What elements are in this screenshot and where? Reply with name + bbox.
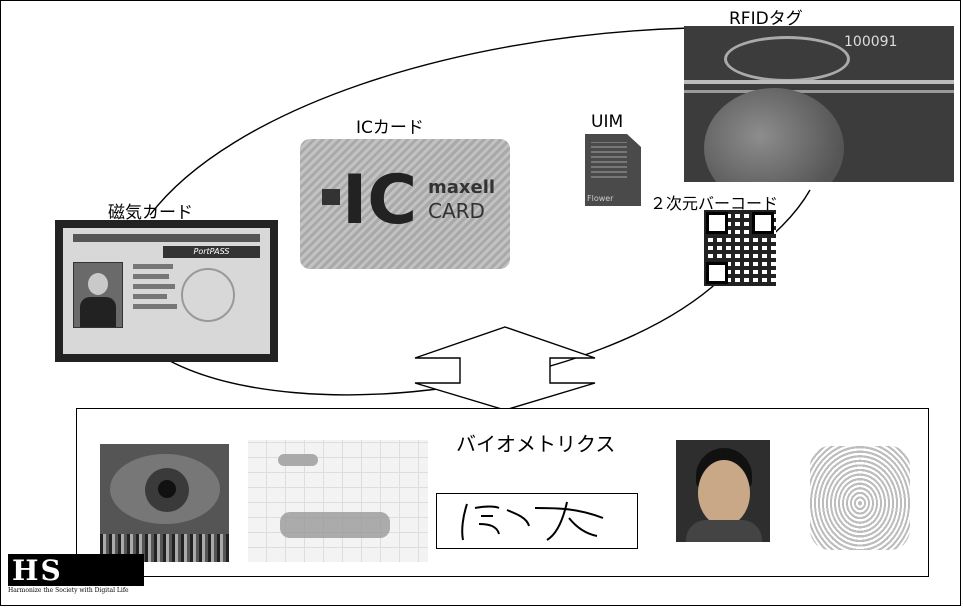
double-arrow <box>414 326 596 411</box>
iris-image <box>100 444 229 562</box>
ic-brand: maxell <box>428 177 496 198</box>
ic-card-image: IC maxell CARD <box>300 139 510 269</box>
uim-image: Flower <box>585 134 641 206</box>
logo-tagline: Harmonize the Society with Digital Life <box>8 587 129 594</box>
signature-image <box>436 493 638 549</box>
ic-card-label: ICカード <box>356 118 424 138</box>
magnetic-card-label: 磁気カード <box>108 203 193 223</box>
fingerprint-image <box>810 446 910 550</box>
logo-letters: HS <box>12 554 63 587</box>
qr-label: ２次元バーコード <box>650 194 779 213</box>
rfid-code: 100091 <box>844 34 898 50</box>
id-photo <box>73 262 123 328</box>
ic-card-text: CARD <box>428 199 485 223</box>
rfid-label: RFIDタグ <box>729 9 803 29</box>
ic-chip <box>322 189 340 205</box>
magnetic-card-image: PortPASS <box>55 220 278 362</box>
ic-mark: IC <box>342 161 418 240</box>
rfid-image: 100091 <box>684 26 954 182</box>
voice-spectrogram-image <box>248 440 428 562</box>
magnetic-card-title: PortPASS <box>163 246 260 258</box>
qr-code-image <box>704 210 776 286</box>
face-photo-image <box>676 440 770 542</box>
uim-label: UIM <box>591 112 624 132</box>
biometrics-label: バイオメトリクス <box>456 432 616 456</box>
hsdl-logo: HS Harmonize the Society with Digital Li… <box>8 554 144 598</box>
outer-curve <box>149 27 691 216</box>
uim-text: Flower <box>587 194 614 203</box>
